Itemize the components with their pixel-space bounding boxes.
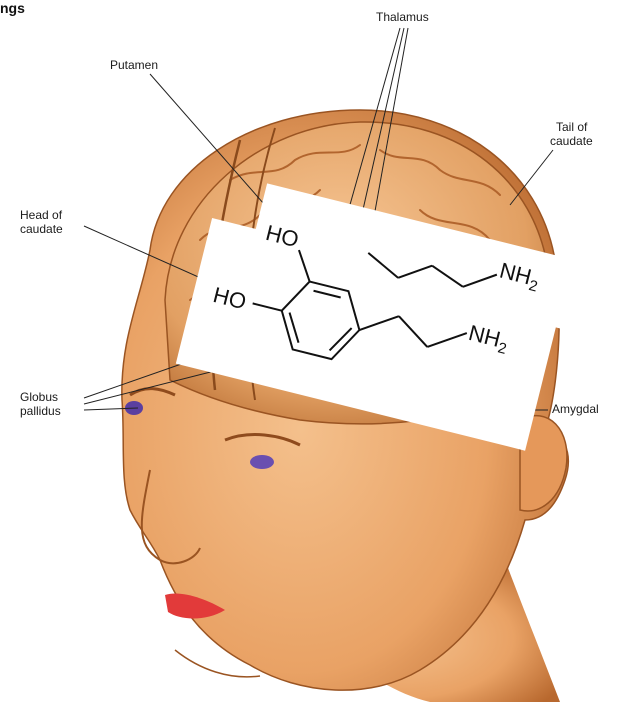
label-thalamus: Thalamus	[376, 10, 429, 24]
label-amygdala: Amygdal	[552, 402, 599, 416]
eye-left	[250, 455, 274, 469]
label-globus-1: Globus	[20, 390, 58, 404]
label-tail-caudate-1: Tail of	[556, 120, 587, 134]
label-globus-2: pallidus	[20, 404, 61, 418]
ear	[520, 416, 567, 511]
corner-label: ngs	[0, 0, 25, 16]
label-head-caudate-1: Head of	[20, 208, 62, 222]
putamen-nucleus	[276, 224, 308, 248]
label-putamen: Putamen	[110, 58, 158, 72]
label-tail-caudate-2: caudate	[550, 134, 593, 148]
label-head-caudate-2: caudate	[20, 222, 63, 236]
